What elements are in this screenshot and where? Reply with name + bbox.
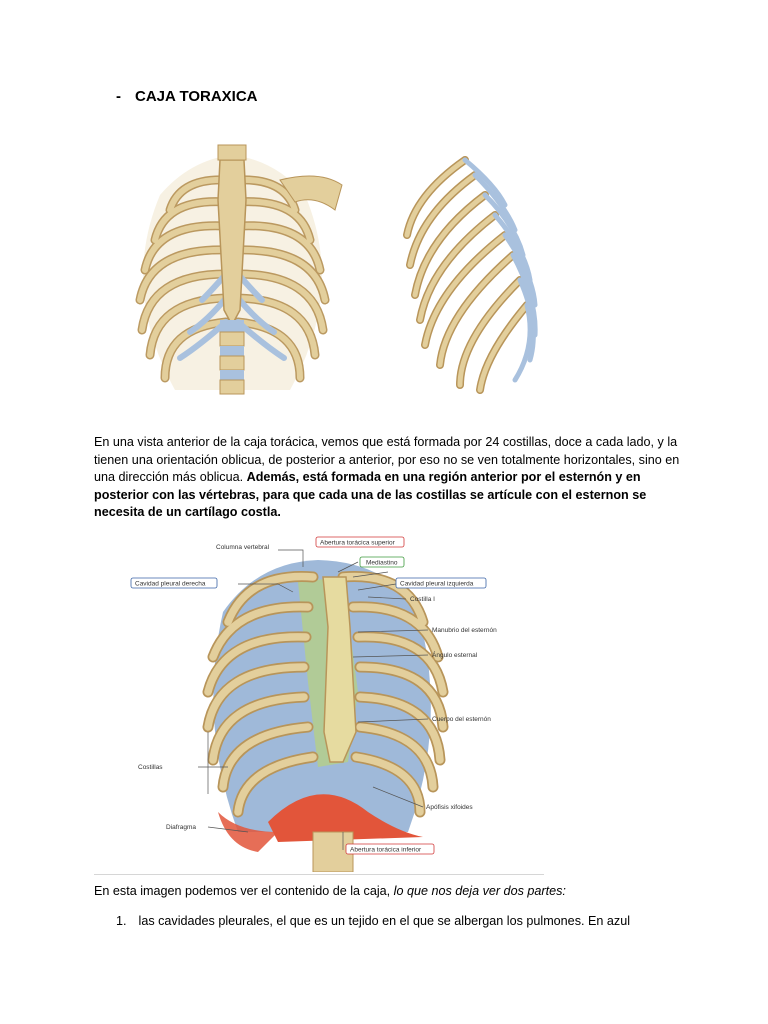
label-cuerpo-esternon: Cuerpo del esternón (432, 716, 491, 723)
label-columna-vertebral: Columna vertebral (216, 544, 270, 551)
paragraph-contenido: En esta imagen podemos ver el contenido … (94, 884, 566, 898)
label-diafragma: Diafragma (166, 824, 196, 831)
label-abertura-inferior: Abertura torácica inferior (350, 847, 422, 854)
list-item: 1. las cavidades pleurales, el que es un… (116, 914, 630, 928)
label-angulo-esternal: Ángulo esternal (432, 650, 478, 659)
paragraph-anterior-view: En una vista anterior de la caja torácic… (94, 434, 684, 522)
rib-cage-anterior-drawing (140, 145, 342, 394)
thoracic-cavity-drawing (208, 560, 443, 872)
heading-bullet: - (116, 88, 121, 105)
section-heading: - CAJA TORAXICA (116, 88, 258, 105)
list-item-text: las cavidades pleurales, el que es un te… (139, 914, 630, 928)
label-cavidad-izquierda: Cavidad pleural izquierda (400, 581, 474, 588)
label-costillas: Costillas (138, 764, 163, 771)
rib-cage-anterior-illustration (120, 140, 345, 410)
rib-cage-lateral-drawing (407, 160, 535, 390)
label-costilla-1: Costilla I (410, 596, 435, 603)
label-mediastino: Mediastino (366, 560, 398, 567)
label-apofisis-xifoides: Apófisis xifoides (426, 804, 473, 811)
label-cavidad-derecha: Cavidad pleural derecha (135, 581, 206, 588)
paragraph2-italic: lo que nos deja ver dos partes: (394, 884, 566, 898)
heading-title: CAJA TORAXICA (135, 88, 258, 105)
list-item-number: 1. (116, 914, 127, 928)
rib-cage-lateral-illustration (395, 155, 545, 395)
label-abertura-superior: Abertura torácica superior (320, 540, 396, 547)
horizontal-rule (94, 874, 544, 875)
label-manubrio: Manubrio del esternón (432, 627, 497, 634)
paragraph2-normal: En esta imagen podemos ver el contenido … (94, 884, 394, 898)
thoracic-cavity-labeled-illustration: Columna vertebral Abertura torácica supe… (128, 532, 548, 872)
